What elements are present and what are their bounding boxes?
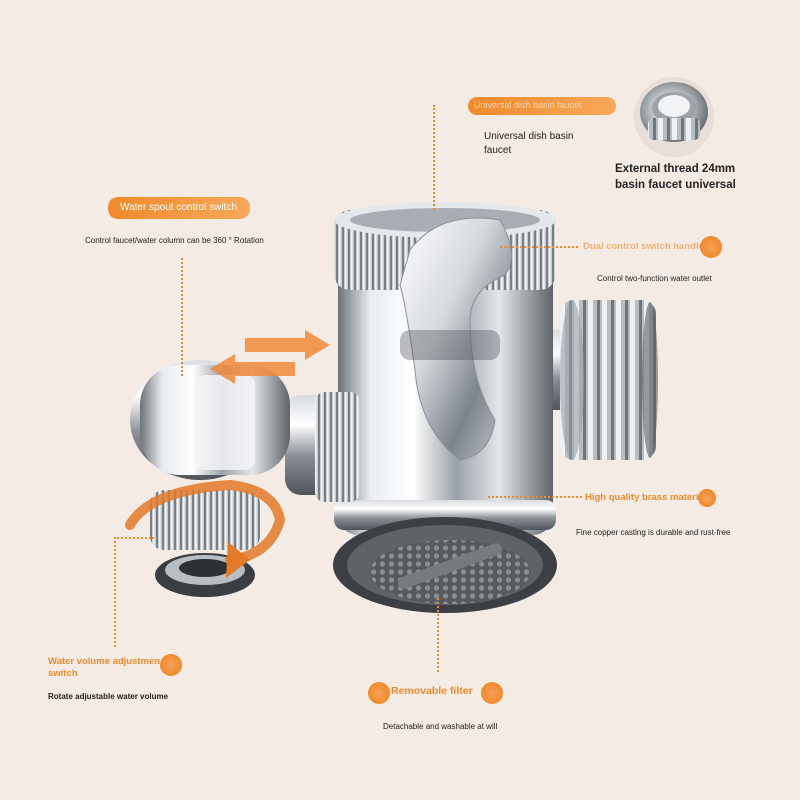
brass-label: High quality brass material [585, 492, 700, 503]
top-pill [468, 97, 616, 115]
filter-desc: Detachable and washable at will [383, 722, 498, 731]
spout-pill [108, 197, 250, 219]
volume-dot [160, 654, 182, 676]
brass-leader-line [488, 496, 582, 498]
thread-title-line2: basin faucet universal [615, 179, 736, 191]
thread-fitting-image [634, 77, 714, 157]
push-arrow-left [210, 354, 295, 384]
volume-leader-line-v [114, 537, 116, 647]
top-leader-line [433, 105, 435, 210]
volume-desc: Rotate adjustable water volume [48, 692, 169, 701]
filter-label: Removable filter [391, 685, 473, 697]
push-arrow-right [245, 330, 330, 360]
brass-desc: Fine copper casting is durable and rust-… [576, 528, 731, 537]
spout-leader-line [181, 258, 183, 376]
filter-dot-right [481, 682, 503, 704]
handle-label: Dual control switch handle [583, 241, 704, 252]
spout-pill-text: Water spout control switch [120, 202, 237, 213]
thread-title-line1: External thread 24mm [615, 163, 736, 175]
spout-desc: Control faucet/water column can be 360 °… [85, 236, 264, 245]
filter-leader-line [437, 598, 439, 672]
top-pill-text: Universal dish basin faucet [474, 100, 582, 110]
aerator-filter [333, 517, 557, 613]
top-title-line1: Universal dish basin [484, 131, 574, 142]
handle-dot [700, 236, 722, 258]
volume-label-line1: Water volume adjustment [48, 656, 160, 667]
control-handle [399, 217, 512, 461]
side-spout-assembly [130, 360, 360, 597]
rotation-arrow-head [226, 542, 250, 578]
handle-leader-line [500, 246, 578, 248]
volume-leader-line-h [114, 537, 154, 539]
rotation-arrow [125, 479, 286, 565]
brass-dot [698, 489, 716, 507]
filter-dot-left [368, 682, 390, 704]
volume-label-line2: switch [48, 668, 78, 679]
top-title-line2: faucet [484, 145, 512, 156]
handle-desc: Control two-function water outlet [597, 274, 712, 283]
